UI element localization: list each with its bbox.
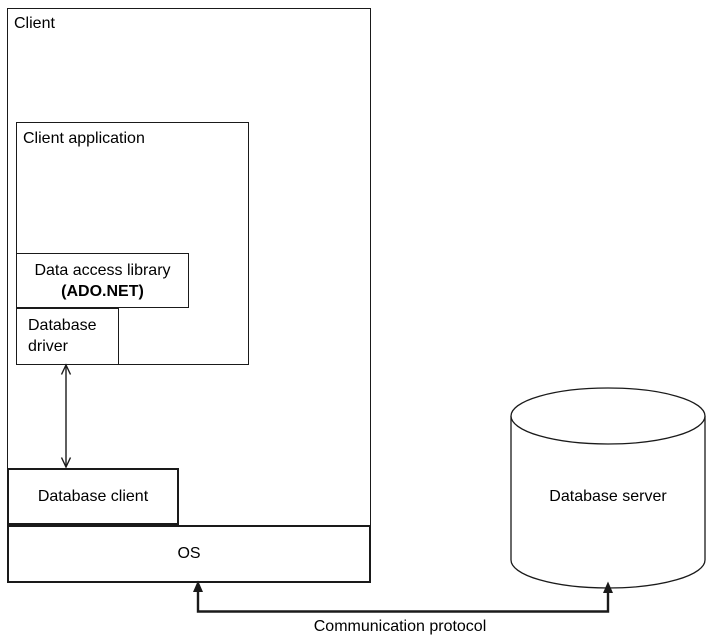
database-driver-label: Database driver bbox=[28, 317, 97, 355]
data-access-library-technology-label: (ADO.NET) bbox=[61, 282, 144, 300]
database-driver-box: Database driver bbox=[16, 308, 119, 365]
data-access-library-label: Data access library bbox=[34, 261, 171, 279]
client-application-label: Client application bbox=[23, 130, 145, 147]
communication-protocol-arrow bbox=[193, 580, 613, 613]
data-access-library-box: Data access library (ADO.NET) bbox=[16, 253, 189, 308]
database-client-box: Database client bbox=[7, 468, 179, 525]
os-label: OS bbox=[177, 545, 201, 562]
database-server-cylinder-top bbox=[510, 387, 706, 445]
database-client-label: Database client bbox=[37, 487, 149, 505]
communication-protocol-label: Communication protocol bbox=[313, 618, 487, 635]
database-server-label: Database server bbox=[549, 488, 667, 505]
os-box: OS bbox=[7, 525, 371, 583]
client-box-label: Client bbox=[14, 15, 55, 32]
